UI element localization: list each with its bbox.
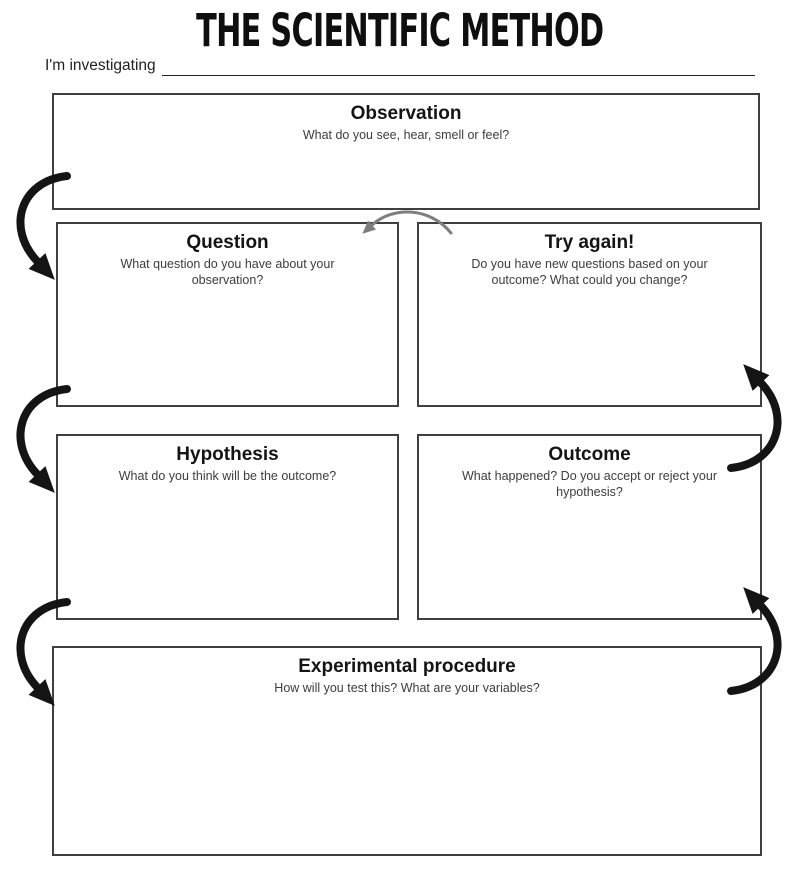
- box-try-again: Try again! Do you have new questions bas…: [417, 222, 762, 407]
- question-title: Question: [186, 232, 269, 253]
- box-experimental-procedure: Experimental procedure How will you test…: [52, 646, 762, 856]
- try-again-answer-area[interactable]: [419, 288, 760, 405]
- box-outcome: Outcome What happened? Do you accept or …: [417, 434, 762, 620]
- box-question: Question What question do you have about…: [56, 222, 399, 407]
- question-answer-area[interactable]: [58, 288, 397, 405]
- investigating-row: I'm investigating: [45, 55, 755, 76]
- observation-title: Observation: [350, 103, 462, 124]
- question-prompt: What question do you have about your obs…: [120, 256, 335, 287]
- hypothesis-prompt: What do you think will be the outcome?: [118, 468, 337, 483]
- observation-answer-area[interactable]: [54, 143, 758, 208]
- page-title-wrap: THE SCIENTIFIC METHOD: [0, 0, 800, 57]
- try-again-title: Try again!: [544, 232, 635, 253]
- investigating-label: I'm investigating: [45, 57, 156, 74]
- hypothesis-answer-area[interactable]: [58, 484, 397, 618]
- box-hypothesis: Hypothesis What do you think will be the…: [56, 434, 399, 620]
- experimental-procedure-title: Experimental procedure: [298, 656, 516, 677]
- outcome-prompt: What happened? Do you accept or reject y…: [461, 468, 717, 499]
- box-observation: Observation What do you see, hear, smell…: [52, 93, 760, 210]
- investigating-input[interactable]: [161, 55, 755, 76]
- outcome-answer-area[interactable]: [419, 500, 760, 618]
- experimental-procedure-answer-area[interactable]: [54, 696, 760, 854]
- hypothesis-title: Hypothesis: [176, 444, 279, 465]
- experimental-procedure-prompt: How will you test this? What are your va…: [274, 680, 540, 695]
- outcome-title: Outcome: [548, 444, 631, 465]
- observation-prompt: What do you see, hear, smell or feel?: [302, 127, 510, 142]
- page-title: THE SCIENTIFIC METHOD: [196, 4, 604, 57]
- try-again-prompt: Do you have new questions based on your …: [471, 256, 708, 287]
